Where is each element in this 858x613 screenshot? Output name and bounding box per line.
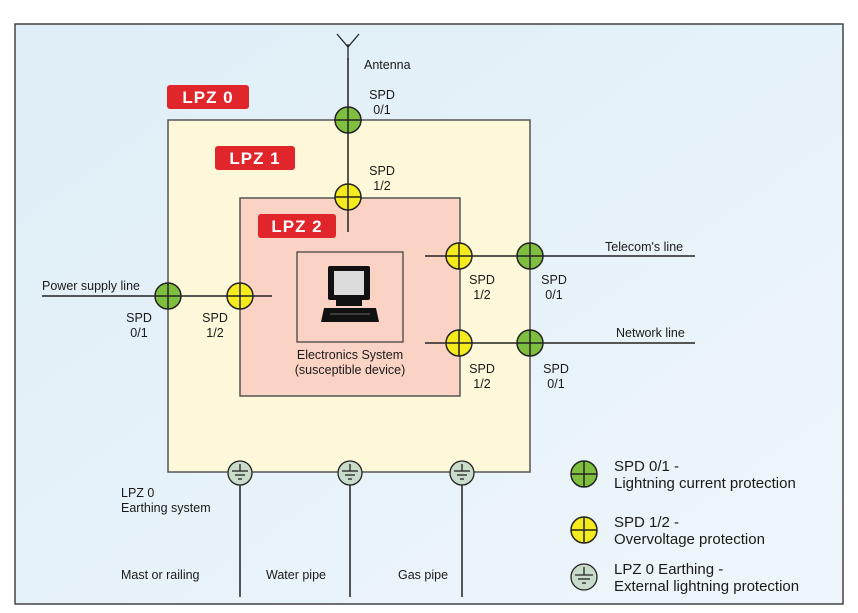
electronics-label-2: (susceptible device) <box>295 363 405 377</box>
lpz0-label: LPZ 0 <box>182 88 233 107</box>
spd-1-2-icon <box>334 183 362 211</box>
spd-label: SPD <box>126 311 152 325</box>
legend-spd01-desc: Lightning current protection <box>614 475 796 492</box>
spd-1-2-icon <box>445 329 473 357</box>
network-label: Network line <box>616 326 685 340</box>
spd-class-label: 0/1 <box>373 103 390 117</box>
spd-0-1-icon <box>154 282 182 310</box>
computer-icon <box>321 266 379 322</box>
electronics-label-1: Electronics System <box>297 348 403 362</box>
spd-class-label: 1/2 <box>206 326 223 340</box>
spd-label: SPD <box>369 164 395 178</box>
spd-class-label: 0/1 <box>547 377 564 391</box>
telecoms-label: Telecom's line <box>605 240 683 254</box>
antenna-icon <box>336 33 360 60</box>
legend-earth-title: LPZ 0 Earthing - <box>614 561 723 578</box>
legend-spd12-title: SPD 1/2 - <box>614 514 679 531</box>
spd-class-label: 1/2 <box>473 377 490 391</box>
spd-label: SPD <box>543 362 569 376</box>
earthing-icon <box>337 460 363 486</box>
legend-spd01-title: SPD 0/1 - <box>614 458 679 475</box>
spd-0-1-icon <box>516 242 544 270</box>
spd-label: SPD <box>469 273 495 287</box>
earthing-icon <box>227 460 253 486</box>
spd-class-label: 0/1 <box>130 326 147 340</box>
water-pipe-label: Water pipe <box>266 568 326 582</box>
legend-earth-desc: External lightning protection <box>614 578 799 595</box>
lpz1-label: LPZ 1 <box>229 149 280 168</box>
lpz2-label: LPZ 2 <box>271 217 322 236</box>
earthing-label-1: LPZ 0 <box>121 486 154 500</box>
spd-label: SPD <box>469 362 495 376</box>
legend-spd12-desc: Overvoltage protection <box>614 531 765 548</box>
lpz1-tag: LPZ 1 <box>215 146 295 170</box>
lpz2-tag: LPZ 2 <box>258 214 336 238</box>
mast-label: Mast or railing <box>121 568 200 582</box>
earthing-label-2: Earthing system <box>121 501 211 515</box>
spd-class-label: 0/1 <box>545 288 562 302</box>
spd-1-2-icon <box>226 282 254 310</box>
earthing-icon <box>449 460 475 486</box>
spd-0-1-icon <box>570 460 598 488</box>
spd-label: SPD <box>541 273 567 287</box>
spd-label: SPD <box>369 88 395 102</box>
power-supply-label: Power supply line <box>42 279 140 293</box>
spd-class-label: 1/2 <box>373 179 390 193</box>
spd-0-1-icon <box>334 106 362 134</box>
spd-label: SPD <box>202 311 228 325</box>
antenna-label: Antenna <box>364 58 411 72</box>
gas-pipe-label: Gas pipe <box>398 568 448 582</box>
spd-1-2-icon <box>570 516 598 544</box>
spd-0-1-icon <box>516 329 544 357</box>
spd-1-2-icon <box>445 242 473 270</box>
legend: SPD 0/1 - Lightning current protection S… <box>570 458 799 595</box>
lpz0-tag: LPZ 0 <box>167 85 249 109</box>
spd-class-label: 1/2 <box>473 288 490 302</box>
earthing-icon <box>570 563 598 591</box>
